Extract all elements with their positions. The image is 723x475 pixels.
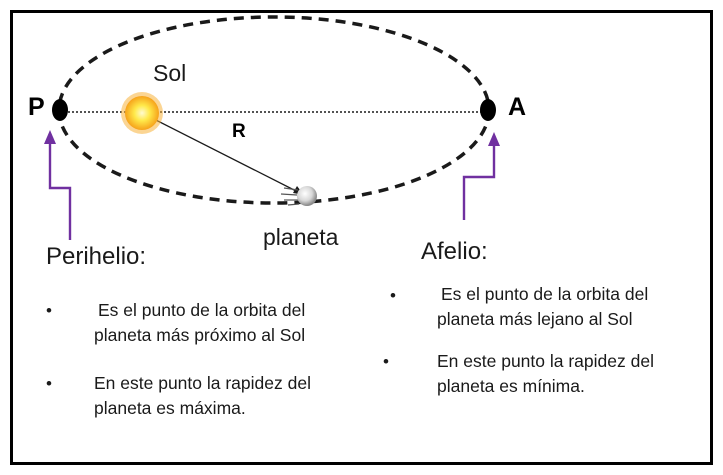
aphelion-item-1-line-1: Es el punto de la orbita del bbox=[441, 284, 649, 304]
perihelion-item-2-line-1: En este punto la rapidez del bbox=[94, 373, 311, 393]
aphelion-item-1-line-2: planeta más lejano al Sol bbox=[437, 309, 633, 329]
aphelion-bullet-1: • bbox=[390, 286, 396, 305]
perihelion-point-marker bbox=[52, 99, 68, 121]
perihelion-bullet-2: • bbox=[46, 374, 52, 393]
aphelion-heading: Afelio: bbox=[421, 238, 488, 265]
aphelion-bullet-2: • bbox=[383, 352, 389, 371]
sun-icon bbox=[121, 92, 163, 134]
perihelion-item-1-line-1: Es el punto de la orbita del bbox=[98, 300, 306, 320]
aphelion-item-2-line-1: En este punto la rapidez del bbox=[437, 351, 654, 371]
radius-vector bbox=[141, 112, 301, 194]
planet-label: planeta bbox=[263, 224, 339, 250]
aphelion-pointer-arrow bbox=[462, 132, 500, 220]
perihelion-item-1-line-2: planeta más próximo al Sol bbox=[94, 325, 306, 345]
aphelion-point-label: A bbox=[508, 93, 527, 121]
perihelion-item-2-line-2: planeta es máxima. bbox=[94, 398, 246, 418]
perihelion-point-label: P bbox=[28, 93, 45, 121]
aphelion-point-marker bbox=[480, 99, 496, 121]
planet-icon bbox=[280, 186, 317, 206]
perihelion-heading: Perihelio: bbox=[46, 243, 147, 270]
aphelion-item-1: Es el punto de la orbita del planeta más… bbox=[437, 282, 648, 332]
radius-label: R bbox=[232, 121, 246, 142]
perihelion-item-1: Es el punto de la orbita del planeta más… bbox=[94, 298, 305, 348]
sun-label: Sol bbox=[153, 60, 187, 86]
aphelion-item-2: En este punto la rapidez del planeta es … bbox=[437, 349, 654, 399]
perihelion-bullet-1: • bbox=[46, 301, 52, 320]
perihelion-item-2: En este punto la rapidez del planeta es … bbox=[94, 371, 311, 421]
perihelion-pointer-arrow bbox=[44, 130, 72, 240]
diagram-frame bbox=[10, 10, 713, 465]
aphelion-item-2-line-2: planeta es mínima. bbox=[437, 376, 585, 396]
